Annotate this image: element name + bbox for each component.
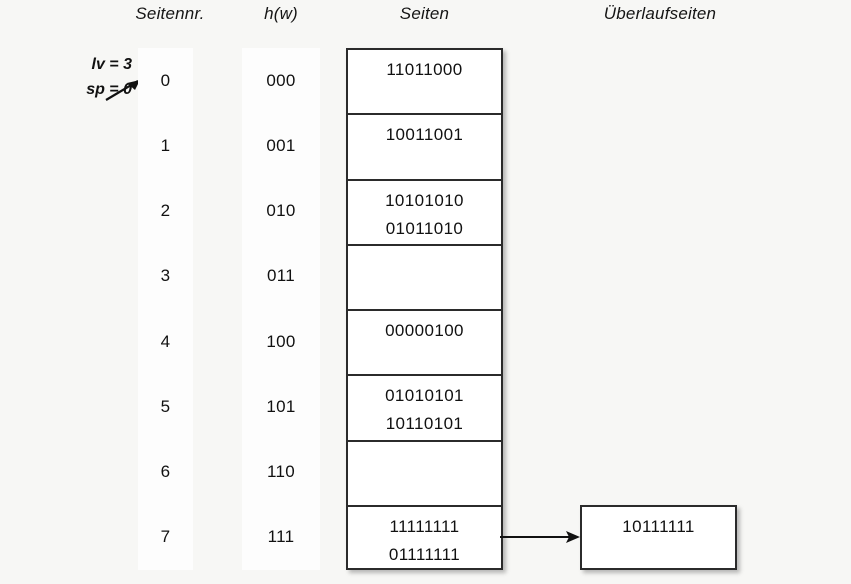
- overflow-page-box: 10111111: [580, 505, 737, 570]
- page-row: 11111111 01111111: [348, 507, 501, 572]
- hash-value-cell: 010: [266, 201, 296, 221]
- page-number-cell: 4: [160, 331, 171, 351]
- arrow-right-icon: [500, 531, 580, 543]
- page-number-cell: 0: [160, 70, 171, 90]
- hash-value-cell: 000: [266, 70, 296, 90]
- page-row: [348, 246, 501, 311]
- record-value: 10110101: [385, 414, 464, 434]
- split-pointer-label: sp = 0: [86, 81, 132, 98]
- column-header-pages: Seiten: [399, 4, 450, 23]
- page-number-cell: 7: [160, 527, 171, 547]
- column-header-page-number: Seitennr.: [135, 4, 205, 23]
- page-row: 01010101 10110101: [348, 376, 501, 442]
- record-value: 01011010: [385, 218, 464, 238]
- level-label: lv = 3: [91, 56, 132, 73]
- record-value: 00000100: [385, 321, 464, 340]
- column-header-overflow-pages: Überlaufseiten: [603, 4, 717, 23]
- page-row: 10011001: [348, 115, 501, 181]
- page-number-cell: 1: [160, 135, 171, 155]
- record-value: 11111111: [389, 516, 460, 536]
- page-row: [348, 442, 501, 507]
- page-number-cell: 2: [160, 201, 171, 221]
- record-value: 10011001: [385, 125, 464, 145]
- hash-value-column: 000 001 010 011 100 101 110 111: [242, 48, 320, 570]
- record-value: 10101010: [385, 190, 464, 210]
- hash-value-cell: 011: [266, 266, 295, 286]
- record-value: 11011000: [386, 60, 463, 79]
- page-number-cell: 5: [160, 396, 171, 416]
- record-value: 01010101: [385, 386, 464, 406]
- column-header-hash-function: h(w): [264, 4, 298, 23]
- hash-value-cell: 111: [267, 527, 295, 547]
- page-number-column: 0 1 2 3 4 5 6 7: [138, 48, 193, 570]
- page-row: 10101010 01011010: [348, 181, 501, 246]
- page-number-cell: 6: [160, 462, 171, 482]
- hash-value-cell: 001: [266, 135, 296, 155]
- parameter-labels: lv = 3 sp = 0: [36, 52, 132, 102]
- hash-value-cell: 110: [266, 462, 295, 482]
- hash-value-cell: 101: [266, 396, 296, 416]
- page-row: 11011000: [348, 50, 501, 116]
- arrow-right-icon: [105, 80, 140, 101]
- page-row: 00000100: [348, 311, 501, 377]
- hash-value-cell: 100: [266, 331, 296, 351]
- record-value: 01111111: [388, 544, 461, 564]
- page-number-cell: 3: [160, 266, 171, 286]
- pages-table: 11011000 10011001 10101010 01011010 00000100…: [346, 48, 503, 570]
- record-value: 10111111: [622, 517, 695, 536]
